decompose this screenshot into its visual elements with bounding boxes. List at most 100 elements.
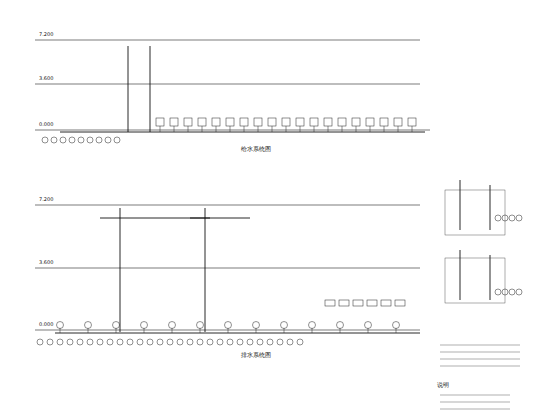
fixture-stroke — [408, 118, 416, 126]
fixture-stroke — [286, 126, 287, 132]
fixture-stroke — [174, 126, 175, 132]
fixture-stroke — [57, 339, 63, 345]
fixture-stroke — [156, 118, 164, 126]
fixture-stroke — [396, 328, 397, 333]
fixture-stroke — [254, 118, 262, 126]
fixture-stroke — [381, 300, 391, 306]
fixture-stroke — [230, 126, 231, 132]
fixture-stroke — [395, 300, 405, 306]
fixture-stroke — [339, 300, 349, 306]
fixture-stroke — [177, 339, 183, 345]
fixture-stroke — [384, 126, 385, 132]
fixture-stroke — [342, 126, 343, 132]
fixture-stroke — [200, 328, 201, 333]
elevation-label: 3.600 — [38, 260, 54, 266]
fixture-stroke — [184, 118, 192, 126]
fixture-stroke — [257, 339, 263, 345]
fixture-stroke — [78, 137, 84, 143]
elevation-label: 3.600 — [38, 76, 54, 82]
elevation-label: 7.200 — [38, 197, 54, 203]
fixture-stroke — [226, 118, 234, 126]
fixture-stroke — [144, 328, 145, 333]
fixture-stroke — [88, 328, 89, 333]
fixture-stroke — [57, 322, 64, 329]
fixture-stroke — [212, 118, 220, 126]
fixture-stroke — [60, 137, 66, 143]
fixture-stroke — [114, 137, 120, 143]
fixture-stroke — [495, 289, 501, 295]
fixture-stroke — [244, 126, 245, 132]
fixture-stroke — [207, 339, 213, 345]
fixture-stroke — [160, 126, 161, 132]
section-title: 说明 — [436, 382, 450, 389]
fixture-stroke — [310, 118, 318, 126]
fixture-stroke — [116, 328, 117, 333]
fixture-stroke — [107, 339, 113, 345]
fixture-symbols — [37, 118, 522, 345]
fixture-stroke — [217, 339, 223, 345]
fixture-stroke — [340, 328, 341, 333]
fixture-stroke — [237, 339, 243, 345]
fixture-stroke — [253, 322, 260, 329]
section-title: 给水系统图 — [240, 146, 272, 153]
fixture-stroke — [338, 118, 346, 126]
fixture-stroke — [67, 339, 73, 345]
fixture-stroke — [353, 300, 363, 306]
fixture-stroke — [256, 328, 257, 333]
fixture-stroke — [516, 289, 522, 295]
fixture-stroke — [97, 339, 103, 345]
fixture-stroke — [296, 118, 304, 126]
fixture-stroke — [312, 328, 313, 333]
elevation-label: 0.000 — [38, 122, 54, 128]
fixture-stroke — [365, 322, 372, 329]
fixture-stroke — [366, 118, 374, 126]
fixture-stroke — [281, 322, 288, 329]
fixture-stroke — [60, 328, 61, 333]
fixture-stroke — [169, 322, 176, 329]
fixture-stroke — [398, 126, 399, 132]
fixture-stroke — [117, 339, 123, 345]
fixture-stroke — [69, 137, 75, 143]
fixture-stroke — [393, 322, 400, 329]
fixture-stroke — [495, 215, 501, 221]
fixture-stroke — [172, 328, 173, 333]
fixture-stroke — [516, 215, 522, 221]
fixture-stroke — [167, 339, 173, 345]
fixture-stroke — [127, 339, 133, 345]
section-title: 排水系统图 — [240, 352, 272, 359]
fixture-stroke — [187, 339, 193, 345]
fixture-stroke — [51, 137, 57, 143]
fixture-stroke — [37, 339, 43, 345]
fixture-stroke — [509, 215, 515, 221]
fixture-stroke — [202, 126, 203, 132]
fixture-stroke — [170, 118, 178, 126]
fixture-stroke — [258, 126, 259, 132]
fixture-stroke — [394, 118, 402, 126]
fixture-stroke — [105, 137, 111, 143]
fixture-stroke — [188, 126, 189, 132]
fixture-stroke — [412, 126, 413, 132]
fixture-stroke — [267, 339, 273, 345]
fixture-stroke — [356, 126, 357, 132]
fixture-stroke — [282, 118, 290, 126]
fixture-stroke — [141, 322, 148, 329]
fixture-stroke — [197, 339, 203, 345]
fixture-stroke — [87, 137, 93, 143]
fixture-stroke — [314, 126, 315, 132]
fixture-stroke — [85, 322, 92, 329]
fixture-stroke — [300, 126, 301, 132]
fixture-stroke — [77, 339, 83, 345]
fixture-stroke — [277, 339, 283, 345]
fixture-stroke — [240, 118, 248, 126]
fixture-stroke — [352, 118, 360, 126]
fixture-stroke — [113, 322, 120, 329]
fixture-stroke — [87, 339, 93, 345]
fixture-stroke — [284, 328, 285, 333]
detail-boxes — [440, 190, 520, 409]
fixture-stroke — [325, 300, 335, 306]
pipes — [55, 46, 490, 333]
fixture-stroke — [42, 137, 48, 143]
fixture-stroke — [96, 137, 102, 143]
elevation-label: 7.200 — [38, 32, 54, 38]
